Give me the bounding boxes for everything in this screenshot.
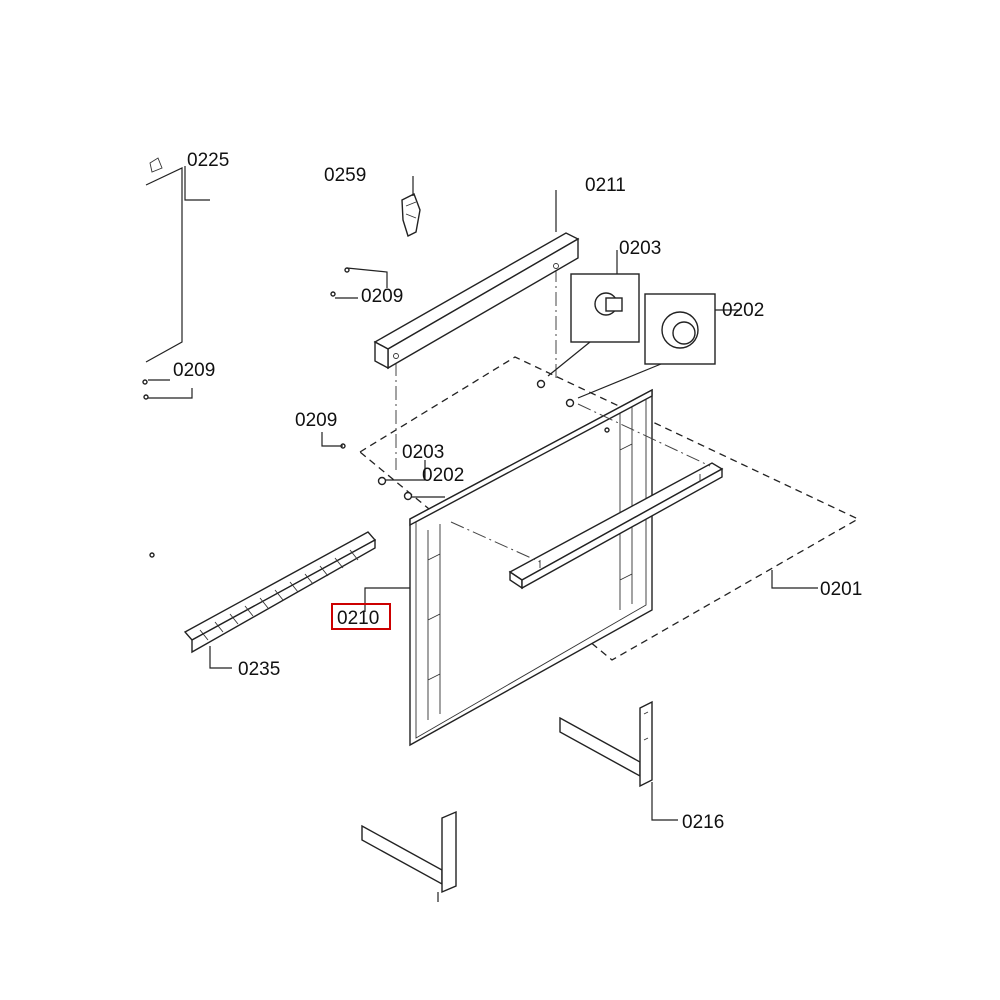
highlight-box (331, 603, 391, 630)
clip-part (401, 193, 421, 237)
door-handle (508, 462, 724, 590)
label-0225: 0225 (187, 150, 229, 171)
label-0216: 0216 (682, 812, 724, 833)
label-0202: 0202 (422, 465, 464, 486)
label-0209-mid: 0209 (295, 410, 337, 431)
alignment-line (577, 403, 711, 467)
detail-box-0202 (577, 293, 716, 399)
top-trim-bar (373, 232, 580, 370)
label-0211: 0211 (585, 175, 626, 196)
label-0210: 0210 (337, 608, 379, 629)
label-0201: 0201 (820, 579, 862, 600)
label-0235: 0235 (238, 659, 280, 680)
hinge-right (559, 700, 653, 788)
detail-box-0203 (547, 273, 640, 377)
label-0209-top: 0209 (361, 286, 403, 307)
label-0209-left: 0209 (173, 360, 215, 381)
screw-hardware (142, 267, 610, 558)
label-0259: 0259 (324, 165, 366, 186)
label-0203: 0203 (402, 442, 444, 463)
label-0202-detail: 0202 (722, 300, 764, 321)
side-panel-fragment (145, 157, 183, 363)
alignment-line (450, 521, 541, 563)
bottom-trim-strip (183, 531, 377, 654)
hinge-left (361, 810, 457, 902)
label-0203-detail: 0203 (619, 238, 661, 259)
